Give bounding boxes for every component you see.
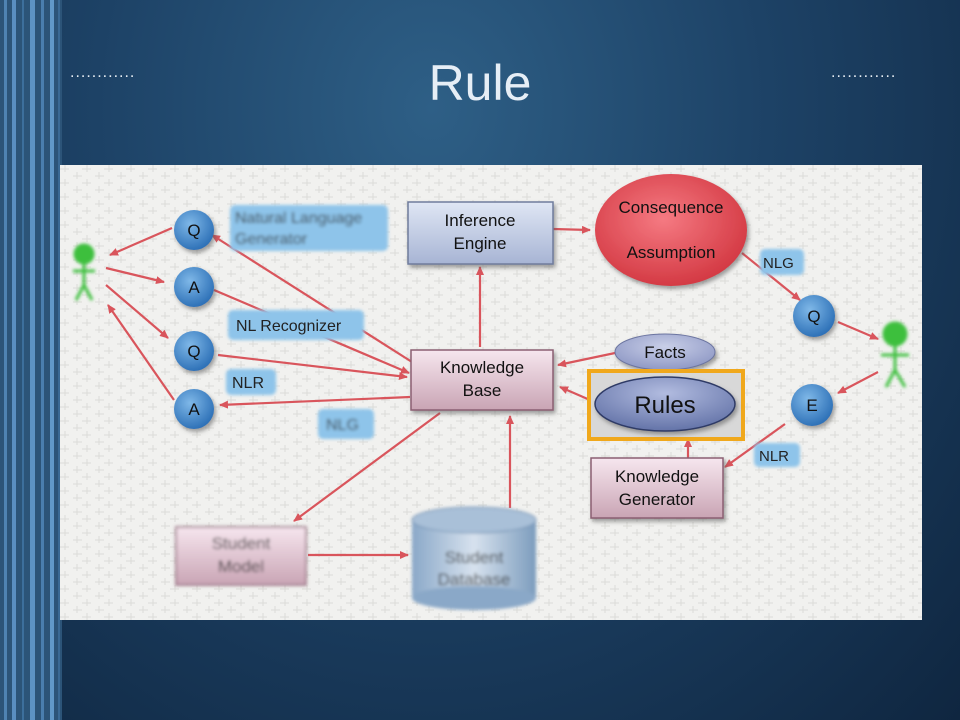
arrows: [105, 225, 879, 559]
right-node-e: E: [791, 384, 833, 426]
arrow-consequence-to-q: [741, 252, 801, 301]
label-natural-language-generator: Natural Language Generator: [230, 205, 388, 251]
label-nlr-right: NLR: [754, 443, 800, 467]
label-nlg-right: NLG: [760, 249, 804, 275]
label-nlg-right-text: NLG: [763, 255, 794, 272]
right-node-e-label: E: [806, 396, 817, 415]
inference-engine-box: Inference Engine: [407, 201, 554, 265]
student-database-line2: Database: [438, 570, 511, 589]
title-dots-left: ............: [70, 64, 136, 81]
label-nlg-left: NLG: [318, 409, 374, 439]
knowledge-generator-box: Knowledge Generator: [590, 457, 724, 519]
left-node-a1: A: [174, 267, 214, 307]
arrow-q-to-right-user: [837, 320, 879, 341]
arrow-right-user-to-e: [837, 371, 879, 394]
knowledge-generator-line1: Knowledge: [615, 467, 699, 486]
left-node-a2-label: A: [188, 400, 200, 419]
right-node-q-label: Q: [807, 307, 820, 326]
arrow-a2-to-left-user: [107, 304, 175, 401]
consequence-assumption-ellipse: Consequence Assumption: [595, 174, 747, 286]
arrow-q1-to-left-user: [109, 226, 173, 257]
arrow-rules-to-kb: [559, 385, 591, 402]
right-user-figure-icon: [881, 321, 909, 388]
rule-diagram: Q A Q A Q E Natural Language Generator N…: [60, 165, 922, 620]
inference-engine-line2: Engine: [454, 234, 507, 253]
arrow-kb-to-a2: [219, 395, 411, 409]
consequence-label: Consequence: [619, 198, 724, 217]
arrow-q2-to-kb: [217, 353, 408, 381]
arrow-left-user-to-q2: [105, 284, 169, 339]
label-nl-generator-line1: Natural Language: [235, 210, 362, 227]
left-node-a1-label: A: [188, 278, 200, 297]
label-nlr-left-text: NLR: [232, 375, 264, 392]
arrow-facts-to-kb: [557, 351, 616, 368]
knowledge-generator-line2: Generator: [619, 490, 696, 509]
assumption-label: Assumption: [627, 243, 716, 262]
student-database-cylinder: Student Database: [411, 506, 537, 610]
right-node-q: Q: [793, 295, 835, 337]
left-node-a2: A: [174, 389, 214, 429]
left-node-q2-label: Q: [187, 342, 200, 361]
student-database-line1: Student: [445, 548, 504, 567]
label-nl-generator-line2: Generator: [235, 231, 308, 248]
left-node-q1-label: Q: [187, 221, 200, 240]
arrow-inference-to-consequence: [552, 225, 591, 234]
knowledge-base-line2: Base: [463, 381, 502, 400]
knowledge-base-box: Knowledge Base: [410, 349, 554, 411]
facts-ellipse: Facts: [614, 333, 716, 371]
left-user-figure-icon: [73, 243, 95, 301]
left-node-q1: Q: [174, 210, 214, 250]
knowledge-base-line1: Knowledge: [440, 358, 524, 377]
rules-highlight: Rules: [587, 369, 745, 441]
arrow-kb-to-q1: [211, 234, 413, 363]
facts-label: Facts: [644, 343, 686, 362]
label-nl-recognizer-text: NL Recognizer: [236, 318, 342, 335]
arrow-kb-to-student-model: [293, 412, 441, 522]
label-nlr-right-text: NLR: [759, 448, 789, 465]
title-dots-right: ............: [831, 64, 897, 81]
arrow-left-user-to-a1: [105, 266, 165, 285]
left-node-q2: Q: [174, 331, 214, 371]
inference-engine-line1: Inference: [445, 211, 516, 230]
student-model-line1: Student: [212, 534, 271, 553]
left-stripe-decoration: [0, 0, 62, 720]
rules-label: Rules: [634, 392, 695, 419]
slide-title: Rule: [428, 55, 532, 111]
student-model-box: Student Model: [175, 526, 307, 586]
label-nlr-left: NLR: [226, 369, 276, 395]
label-nl-recognizer: NL Recognizer: [228, 310, 364, 340]
label-nlg-left-text: NLG: [326, 417, 359, 434]
student-model-line2: Model: [218, 557, 264, 576]
